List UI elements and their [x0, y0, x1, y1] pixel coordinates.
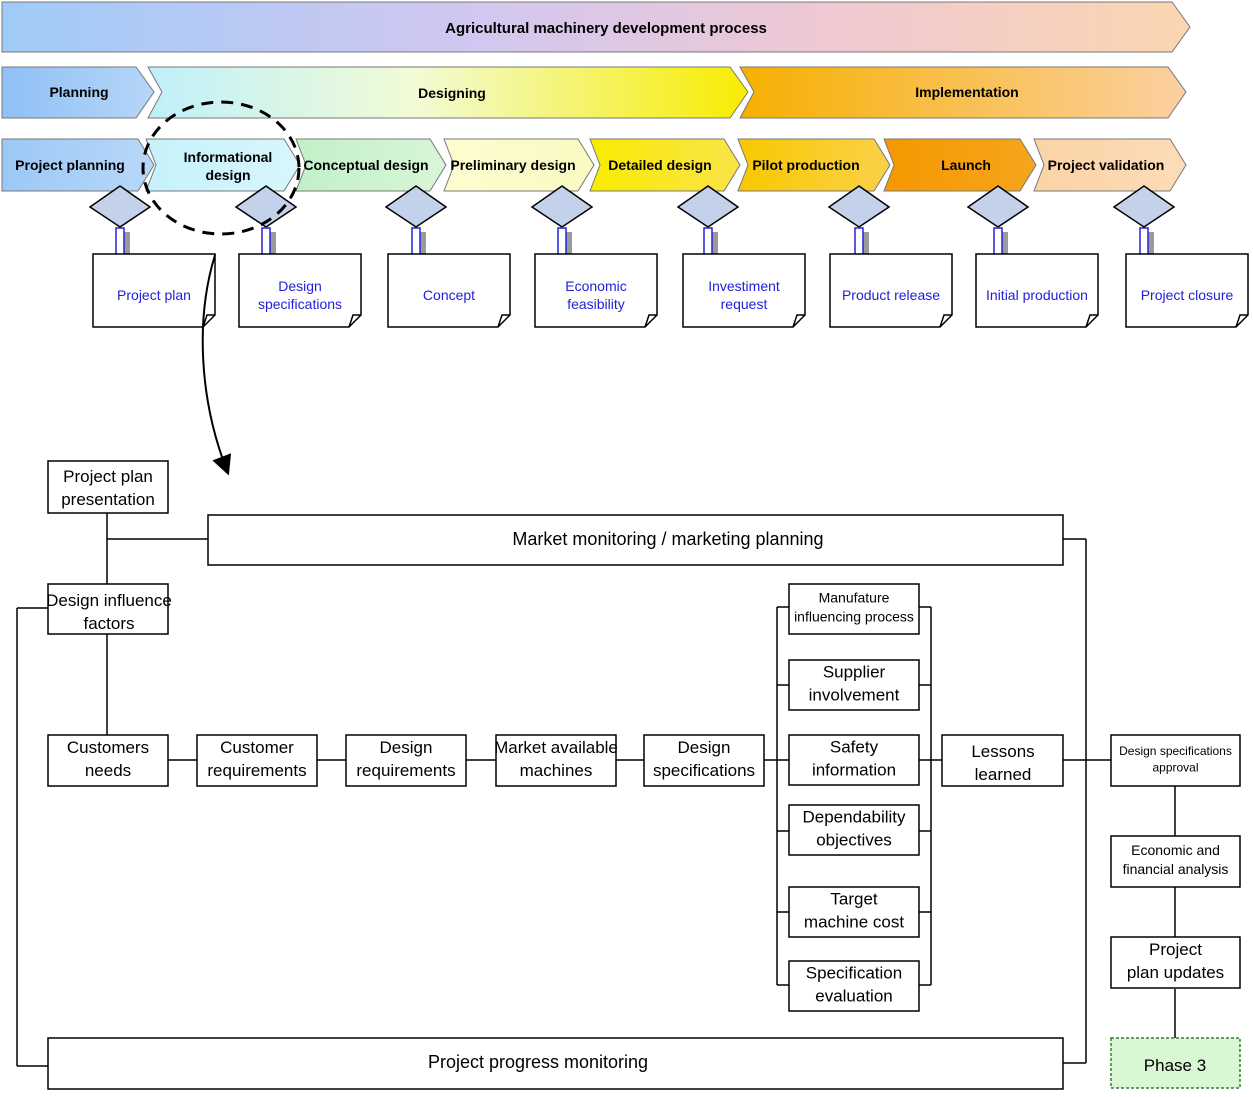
title-arrow [1, 1, 1191, 53]
macro-phase-label: Designing [418, 85, 486, 101]
output-document-label: Project closure [1141, 287, 1234, 303]
milestone-diamond [827, 185, 891, 228]
output-document [534, 253, 658, 328]
right-chain-item-box [1110, 734, 1241, 787]
output-document [387, 253, 511, 328]
output-document-label: Product release [842, 287, 940, 303]
phase-label: Preliminary design [450, 157, 575, 173]
phase-arrow-project-validation [1033, 138, 1187, 192]
phase-label: Detailed design [608, 157, 711, 173]
parallel-item-box [788, 804, 920, 856]
milestone-diamond [234, 185, 298, 228]
phase3-text: Phase 3 [1144, 1056, 1206, 1075]
output-document [682, 253, 806, 328]
phase-label: Launch [941, 157, 991, 173]
parallel-item-box [788, 659, 920, 711]
parallel-item-box [788, 886, 920, 938]
parallel-item-box [788, 734, 920, 786]
connector-lines [16, 513, 1176, 1067]
output-document-label: Project plan [117, 287, 191, 303]
phase-label: Project validation [1048, 157, 1165, 173]
phase-arrow-preliminary-design [443, 138, 595, 192]
output-document-label: Concept [423, 287, 475, 303]
project-plan-presentation-box [47, 460, 169, 514]
output-document [238, 253, 362, 328]
right-chain-item-box [1110, 936, 1241, 989]
milestone-diamond [530, 185, 594, 228]
phase-arrow-launch [883, 138, 1037, 192]
main-chain-item-box [47, 734, 169, 787]
right-chain-item-box [1110, 835, 1241, 888]
phase-arrow-detailed-design [589, 138, 741, 192]
milestone-diamond [676, 185, 740, 228]
project-progress-box [47, 1037, 1064, 1090]
main-chain-item-box [345, 734, 467, 787]
process-title: Agricultural machinery development proce… [445, 20, 767, 37]
phase-arrow-project-planning [1, 138, 155, 192]
macro-phase-designing [147, 66, 749, 119]
market-monitoring-box [207, 514, 1064, 566]
parallel-item-box [788, 583, 920, 635]
milestone-diamond [966, 185, 1030, 228]
milestone-diamond [1112, 185, 1176, 228]
main-chain-item-box [495, 734, 617, 787]
milestone-diamond [88, 185, 152, 228]
highlight-circle [141, 100, 301, 236]
macro-phase-implementation [739, 66, 1187, 119]
macro-phase-planning [1, 66, 155, 119]
main-chain-item-box [643, 734, 765, 787]
phase-label: Conceptual design [303, 157, 428, 173]
macro-phase-label: Implementation [915, 84, 1018, 100]
market-monitoring-text: Market monitoring / marketing planning [512, 529, 823, 549]
phase-label: Project planning [15, 157, 125, 173]
design-influence-factors-box [47, 583, 169, 635]
phase-arrow-informational-design [145, 138, 301, 192]
output-document-label: Initial production [986, 287, 1088, 303]
zoom-arrow [201, 254, 232, 476]
phase-arrow-conceptual-design [295, 138, 447, 192]
phase-label: Pilot production [752, 157, 859, 173]
parallel-item-box [788, 960, 920, 1012]
phase3-box [1110, 1037, 1241, 1089]
output-document [92, 253, 216, 328]
project-progress-text: Project progress monitoring [428, 1052, 648, 1072]
main-chain-item-box [196, 734, 318, 787]
milestone-diamond [384, 185, 448, 228]
lessons-learned-box [941, 734, 1064, 787]
phase-arrow-pilot-production [737, 138, 891, 192]
output-document [975, 253, 1099, 328]
output-document [1125, 253, 1249, 328]
output-document [829, 253, 953, 328]
macro-phase-label: Planning [49, 84, 108, 100]
